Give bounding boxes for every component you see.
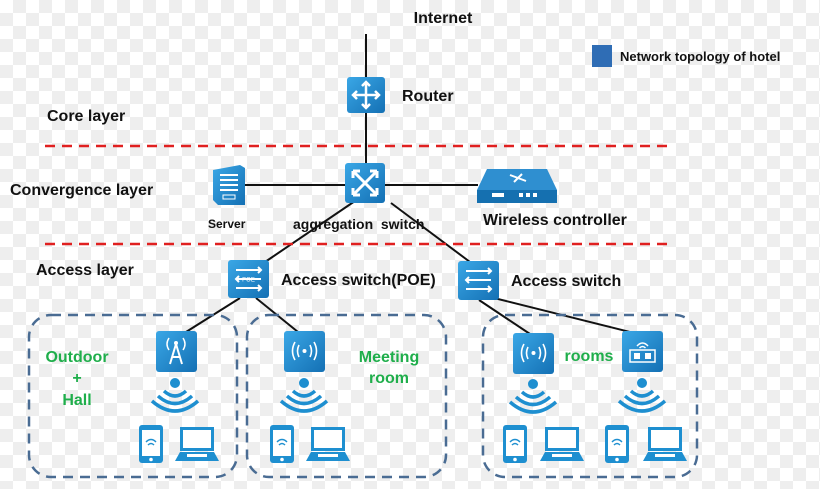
room-ap-icon — [513, 333, 554, 374]
zone-label-room: room — [369, 370, 409, 387]
meeting-ap-icon — [284, 331, 325, 372]
zone-outdoor-hall — [27, 313, 239, 479]
room-panel-ap-icon — [622, 331, 663, 372]
legend-label: Network topology of hotel — [620, 49, 780, 64]
links — [185, 34, 639, 335]
laptop-icon — [540, 427, 584, 461]
phone-icon — [269, 424, 295, 464]
zone-label-outdoor: Outdoor — [45, 349, 108, 366]
access-switch-poe-icon: POE — [228, 260, 269, 298]
access-switch-icon — [458, 261, 499, 300]
access-ap3-link — [478, 299, 531, 335]
zone-label-meeting: Meeting — [359, 349, 419, 366]
outdoor-ap-icon — [156, 331, 197, 372]
agg-access-link — [390, 202, 471, 263]
wifi-signal-icon — [150, 376, 200, 413]
convergence-layer-label: Convergence layer — [10, 182, 153, 199]
aggregation-switch-icon — [345, 163, 385, 203]
zone-label-plus: + — [72, 370, 81, 387]
router-icon — [347, 77, 385, 113]
zone-label-rooms: rooms — [565, 348, 614, 365]
wifi-signal-icon — [279, 376, 329, 413]
wireless-controller-label: Wireless controller — [483, 212, 627, 229]
zone-meeting-room — [245, 313, 448, 479]
zone-label-hall: Hall — [62, 392, 91, 409]
laptop-icon — [306, 427, 350, 461]
phone-icon — [502, 424, 528, 464]
laptop-icon — [643, 427, 687, 461]
poe-badge: POE — [242, 278, 255, 284]
internet-label: Internet — [414, 10, 473, 27]
aggregation-switch-label: aggregation switch — [293, 216, 424, 232]
wifi-signal-icon — [617, 376, 667, 413]
zone-rooms — [481, 313, 699, 479]
laptop-icon — [175, 427, 219, 461]
core-layer-label: Core layer — [47, 108, 125, 125]
access-switch-poe-label: Access switch(POE) — [281, 272, 436, 289]
server-label: Server — [208, 217, 246, 231]
wireless-controller-icon — [477, 169, 557, 203]
wifi-signal-icon — [508, 377, 558, 414]
phone-icon — [138, 424, 164, 464]
server-icon — [213, 165, 245, 205]
agg-poe-link — [264, 200, 356, 263]
phone-icon — [604, 424, 630, 464]
router-label: Router — [402, 88, 454, 105]
legend-swatch — [592, 45, 612, 67]
access-layer-label: Access layer — [36, 262, 134, 279]
access-switch-label: Access switch — [511, 273, 621, 290]
